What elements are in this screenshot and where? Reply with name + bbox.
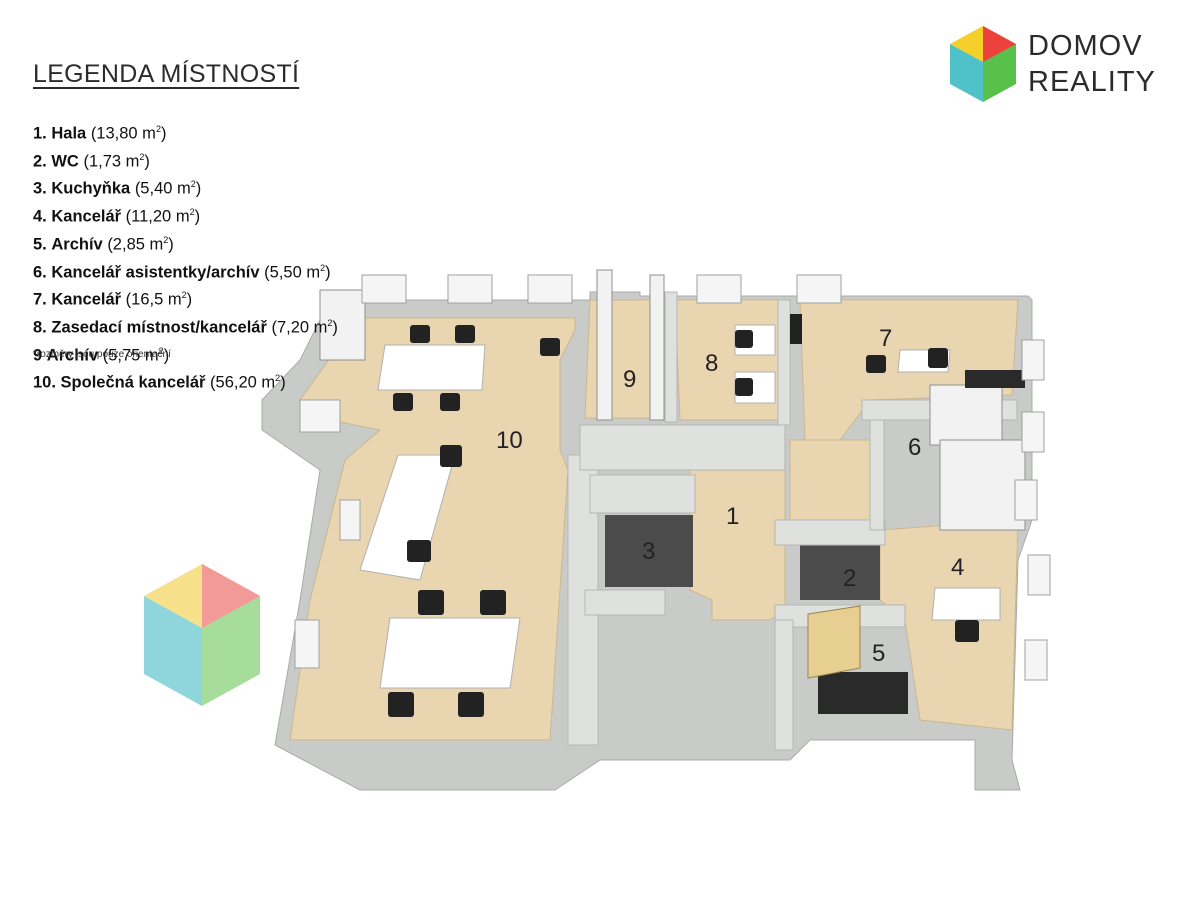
- brand-line-1: DOMOV: [1028, 30, 1143, 62]
- room-label-10: 10: [496, 427, 523, 454]
- room-label-3: 3: [642, 538, 656, 565]
- legend-item: 4. Kancelář (11,20 m2): [33, 207, 201, 226]
- room-label-2: 2: [843, 565, 857, 592]
- archive-racks: [818, 370, 1025, 714]
- room-label-4: 4: [951, 554, 965, 581]
- windows: [294, 274, 1051, 681]
- chairs: [388, 314, 979, 717]
- shelf-unit-wood: [807, 605, 861, 679]
- legend-item: 10. Společná kancelář (56,20 m2): [33, 373, 286, 392]
- legend-item: 7. Kancelář (16,5 m2): [33, 290, 193, 309]
- brand-line-2: REALITY: [1028, 66, 1156, 98]
- room-label-6: 6: [908, 434, 922, 461]
- room-label-8: 8: [705, 350, 719, 377]
- shelving: [319, 269, 1026, 531]
- room-label-1: 1: [726, 503, 740, 530]
- room-label-9: 9: [623, 366, 637, 393]
- legend-item: 6. Kancelář asistentky/archív (5,50 m2): [33, 262, 331, 282]
- legend-item: 8. Zasedací místnost/kancelář (7,20 m2): [33, 317, 338, 337]
- dimensions-note: *rozměry jsou pouze orientační: [33, 349, 171, 360]
- legend-item: 1. Hala (13,80 m2): [33, 124, 167, 143]
- room-label-5: 5: [872, 640, 886, 667]
- legend-item: 5. Archív (2,85 m2): [33, 234, 174, 254]
- room-legend: 1. Hala (13,80 m2) 2. WC (1,73 m2) 3. Ku…: [33, 118, 338, 395]
- legend-title: LEGENDA MÍSTNOSTÍ: [33, 60, 300, 88]
- legend-item: 3. Kuchyňka (5,40 m2): [33, 179, 202, 198]
- cube-watermark-icon: [144, 564, 260, 706]
- domov-reality-logo-icon: [950, 26, 1016, 102]
- brand-name: DOMOV REALITY: [1028, 28, 1156, 100]
- tiled-floors: [605, 515, 880, 600]
- legend-item: 2. WC (1,73 m2): [33, 151, 150, 171]
- room-label-7: 7: [879, 325, 893, 352]
- legend-item: 9 Archív (5,75 m2): [33, 345, 170, 365]
